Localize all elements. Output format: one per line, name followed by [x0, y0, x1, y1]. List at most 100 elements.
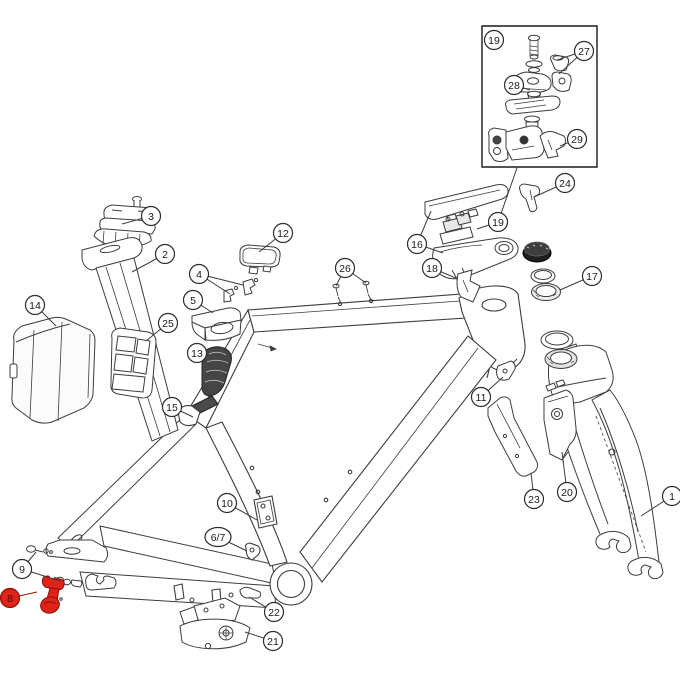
lid-foot-a	[249, 267, 258, 274]
cable-guide-bolt	[250, 548, 254, 552]
shell-cylinder	[495, 242, 513, 255]
callout-balloon	[336, 259, 355, 278]
callout-3: 3	[122, 207, 161, 226]
callout-number: 26	[339, 263, 351, 275]
callout-number: 22	[268, 607, 280, 619]
callout-24: 24	[534, 174, 575, 198]
callout-number: 17	[586, 271, 598, 283]
callout-balloon	[472, 388, 491, 407]
callout-5: 5	[184, 291, 214, 314]
storage-box-top-seam	[16, 324, 70, 342]
callout-number: 6/7	[211, 532, 226, 544]
callout-number: 9	[19, 564, 25, 576]
guard-panel-hole-b	[515, 454, 518, 457]
callout-number: 28	[508, 80, 520, 92]
callout-number: 20	[561, 487, 573, 499]
callout-number: 12	[277, 228, 289, 240]
callout-balloon	[1, 589, 20, 608]
seat-tube-boss-a	[250, 466, 254, 470]
guard-panel-fold	[497, 404, 520, 448]
hardware-screw-b	[234, 286, 237, 289]
left-parts-drawing	[10, 197, 371, 442]
down-tube-boss-b	[324, 498, 328, 502]
callouts-layer: 1927282924161918171226324514251315112320…	[1, 31, 680, 651]
guard-panel-23	[488, 397, 538, 476]
callout-number: 2	[162, 249, 168, 261]
down-tube-inner-line	[312, 348, 478, 568]
callout-20: 20	[558, 452, 577, 502]
callout-balloon	[556, 174, 575, 193]
headset-stack-drawing	[523, 242, 577, 369]
callout-balloon	[265, 603, 284, 622]
fork-area-parts-drawing	[488, 359, 576, 476]
callout-17: 17	[560, 267, 602, 291]
fork-blade-right-inner-line	[600, 408, 638, 532]
callout-10: 10	[218, 494, 258, 521]
callout-number: 8	[7, 593, 13, 605]
headset-ring-a-bore	[535, 271, 552, 280]
seat-tube	[206, 422, 287, 566]
dropout-slot	[64, 548, 80, 554]
bracket-window-5	[112, 374, 145, 392]
top-tube-inner-line	[252, 301, 460, 316]
junction-box-recess	[210, 321, 233, 335]
callout-balloon	[274, 224, 293, 243]
callout-balloon	[163, 398, 182, 417]
callout-number: 3	[148, 211, 154, 223]
clamp-cradle-hatch	[103, 231, 140, 247]
callout-balloon	[423, 259, 442, 278]
frame-drawing	[174, 286, 525, 605]
fork-blade-hole	[609, 449, 615, 455]
hanger-notch	[49, 573, 55, 579]
storage-box-seam-c	[88, 334, 90, 398]
derailleur-hanger-highlight	[38, 573, 64, 616]
crown-ring-hatch	[547, 357, 574, 364]
bracket-window-4	[133, 357, 148, 374]
clamp-mechanism-19	[440, 212, 473, 244]
top-tube-boss-a	[338, 302, 341, 305]
crown-ring-b-bore	[551, 352, 572, 364]
axle-bolt	[71, 580, 81, 587]
callout-balloon	[184, 291, 203, 310]
callout-balloon	[663, 487, 680, 506]
callout-2: 2	[132, 245, 175, 273]
seatpost-head	[82, 238, 142, 270]
callout-6-7: 6/7	[205, 528, 247, 552]
callout-27: 27	[557, 42, 594, 75]
callout-19: 19	[485, 31, 504, 50]
callout-number: 24	[559, 178, 571, 190]
wedge-11	[497, 361, 516, 380]
guard-panel-hole-a	[503, 434, 506, 437]
crown-ring-a-bore	[546, 333, 569, 345]
clip-24	[520, 184, 540, 212]
callout-15: 15	[163, 398, 194, 418]
callout-21: 21	[245, 632, 283, 651]
callout-number: 10	[221, 498, 233, 510]
callout-14: 14	[26, 296, 57, 327]
crown-ring-a	[541, 331, 573, 349]
headset-ring-b-bore	[536, 286, 556, 297]
callout-balloon	[205, 528, 231, 547]
callout-number: 11	[476, 392, 487, 404]
callout-13: 13	[188, 344, 212, 368]
storage-box-drawing	[10, 317, 95, 423]
callout-number: 5	[190, 295, 196, 307]
hardware-screw-a	[254, 278, 257, 281]
callout-23: 23	[525, 473, 544, 509]
lid-foot-b	[263, 266, 271, 272]
callout-number: 16	[411, 239, 423, 251]
bb-hanging-bolt	[174, 584, 184, 600]
inset-assembly-drawing	[489, 35, 572, 161]
derailleur-mount-plate	[254, 496, 277, 528]
callout-number: 21	[267, 636, 279, 648]
callout-8: 8	[1, 589, 38, 608]
washer-9-b	[50, 551, 53, 554]
washer-9-a	[44, 549, 48, 553]
callout-11: 11	[472, 377, 504, 407]
bearing-balls	[527, 245, 548, 249]
slot-cover-stripes	[205, 352, 228, 383]
bottom-bracket-shell	[270, 563, 312, 605]
hardware-bit-a	[243, 279, 255, 295]
slot-cover-drawing	[202, 347, 231, 396]
storage-box-seam-b	[58, 322, 62, 421]
